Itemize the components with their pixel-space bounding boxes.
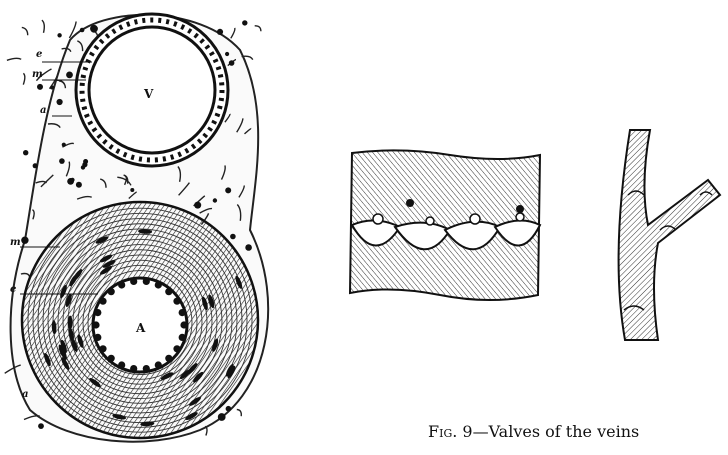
endothelial-cell (94, 334, 101, 341)
connective-fiber (22, 27, 28, 35)
tissue-nucleus (76, 182, 82, 188)
tissue-nucleus (218, 413, 226, 421)
endothelial-cell (179, 334, 186, 341)
tissue-nucleus (82, 162, 87, 167)
connective-fiber (42, 20, 44, 33)
tissue-nucleus (23, 150, 28, 155)
endothelial-cell (118, 361, 125, 368)
endothelial-cell (130, 278, 137, 285)
endothelial-cell (92, 321, 99, 328)
opened-vein-svg (340, 145, 550, 315)
endothelial-cell (118, 281, 125, 288)
endothelial-cell (94, 309, 101, 316)
label-media-vein: m (32, 70, 43, 80)
tissue-nucleus (90, 25, 98, 33)
endothelial-cell (155, 361, 162, 368)
tissue-nucleus (242, 20, 247, 25)
tissue-nucleus (245, 244, 252, 251)
label-media-artery: m (10, 238, 21, 248)
label-endothelium-vein: e (36, 50, 42, 60)
tissue-nucleus (225, 52, 229, 56)
endothelial-cell (180, 321, 187, 328)
label-vein: V (144, 88, 153, 100)
tissue-nucleus (62, 143, 66, 147)
endothelial-cell (165, 355, 172, 362)
tissue-nucleus (50, 86, 54, 90)
connective-fiber (237, 410, 242, 417)
tissue-nucleus (37, 84, 43, 90)
label-adventitia-vein: a (40, 106, 46, 116)
endothelial-cell (143, 365, 150, 372)
endothelial-cell (155, 281, 162, 288)
tissue-nucleus (217, 29, 223, 35)
endothelial-cell (99, 298, 106, 305)
endothelial-cell (108, 288, 115, 295)
branching-vein-svg (590, 125, 728, 345)
tissue-nucleus (59, 158, 65, 164)
connective-fiber (7, 58, 21, 60)
label-endothelium-artery: e (10, 285, 16, 295)
tissue-nucleus (66, 72, 73, 79)
label-adventitia-artery: a (22, 390, 28, 400)
tissue-nucleus (57, 99, 63, 105)
connective-fiber (231, 28, 235, 38)
tissue-nucleus (213, 198, 217, 202)
tissue-nucleus (225, 187, 231, 193)
tissue-nucleus (194, 202, 201, 209)
caption-figure-number: Fig. (428, 422, 457, 441)
tissue-nucleus (80, 28, 85, 33)
endothelial-cell (108, 355, 115, 362)
tissue-nucleus (226, 406, 232, 412)
endothelial-cell (165, 288, 172, 295)
endothelial-cell (179, 309, 186, 316)
connective-fiber (255, 26, 261, 31)
connective-fiber (23, 73, 25, 84)
branching-vein-valves-drawing (590, 125, 728, 345)
tissue-nucleus (33, 163, 38, 168)
caption-text: 9—Valves of the veins (457, 422, 639, 441)
endothelial-cell (173, 345, 180, 352)
tissue-nucleus (57, 33, 61, 37)
endothelial-cell (173, 298, 180, 305)
figure-caption: Fig. 9—Valves of the veins (428, 422, 639, 441)
tissue-nucleus (130, 188, 134, 192)
endothelial-cell (99, 345, 106, 352)
endothelial-cell (130, 365, 137, 372)
connective-fiber (24, 416, 40, 420)
label-artery: A (136, 322, 145, 334)
tissue-nucleus (38, 423, 44, 429)
tissue-nucleus (230, 234, 236, 240)
opened-vein-valves-drawing (340, 145, 550, 315)
vein-artery-cross-section: e m a V m e A a (0, 0, 275, 455)
tissue-nucleus (21, 237, 28, 244)
tissue-nucleus (70, 178, 74, 182)
tissue-nucleus (229, 60, 235, 66)
endothelial-cell (143, 278, 150, 285)
